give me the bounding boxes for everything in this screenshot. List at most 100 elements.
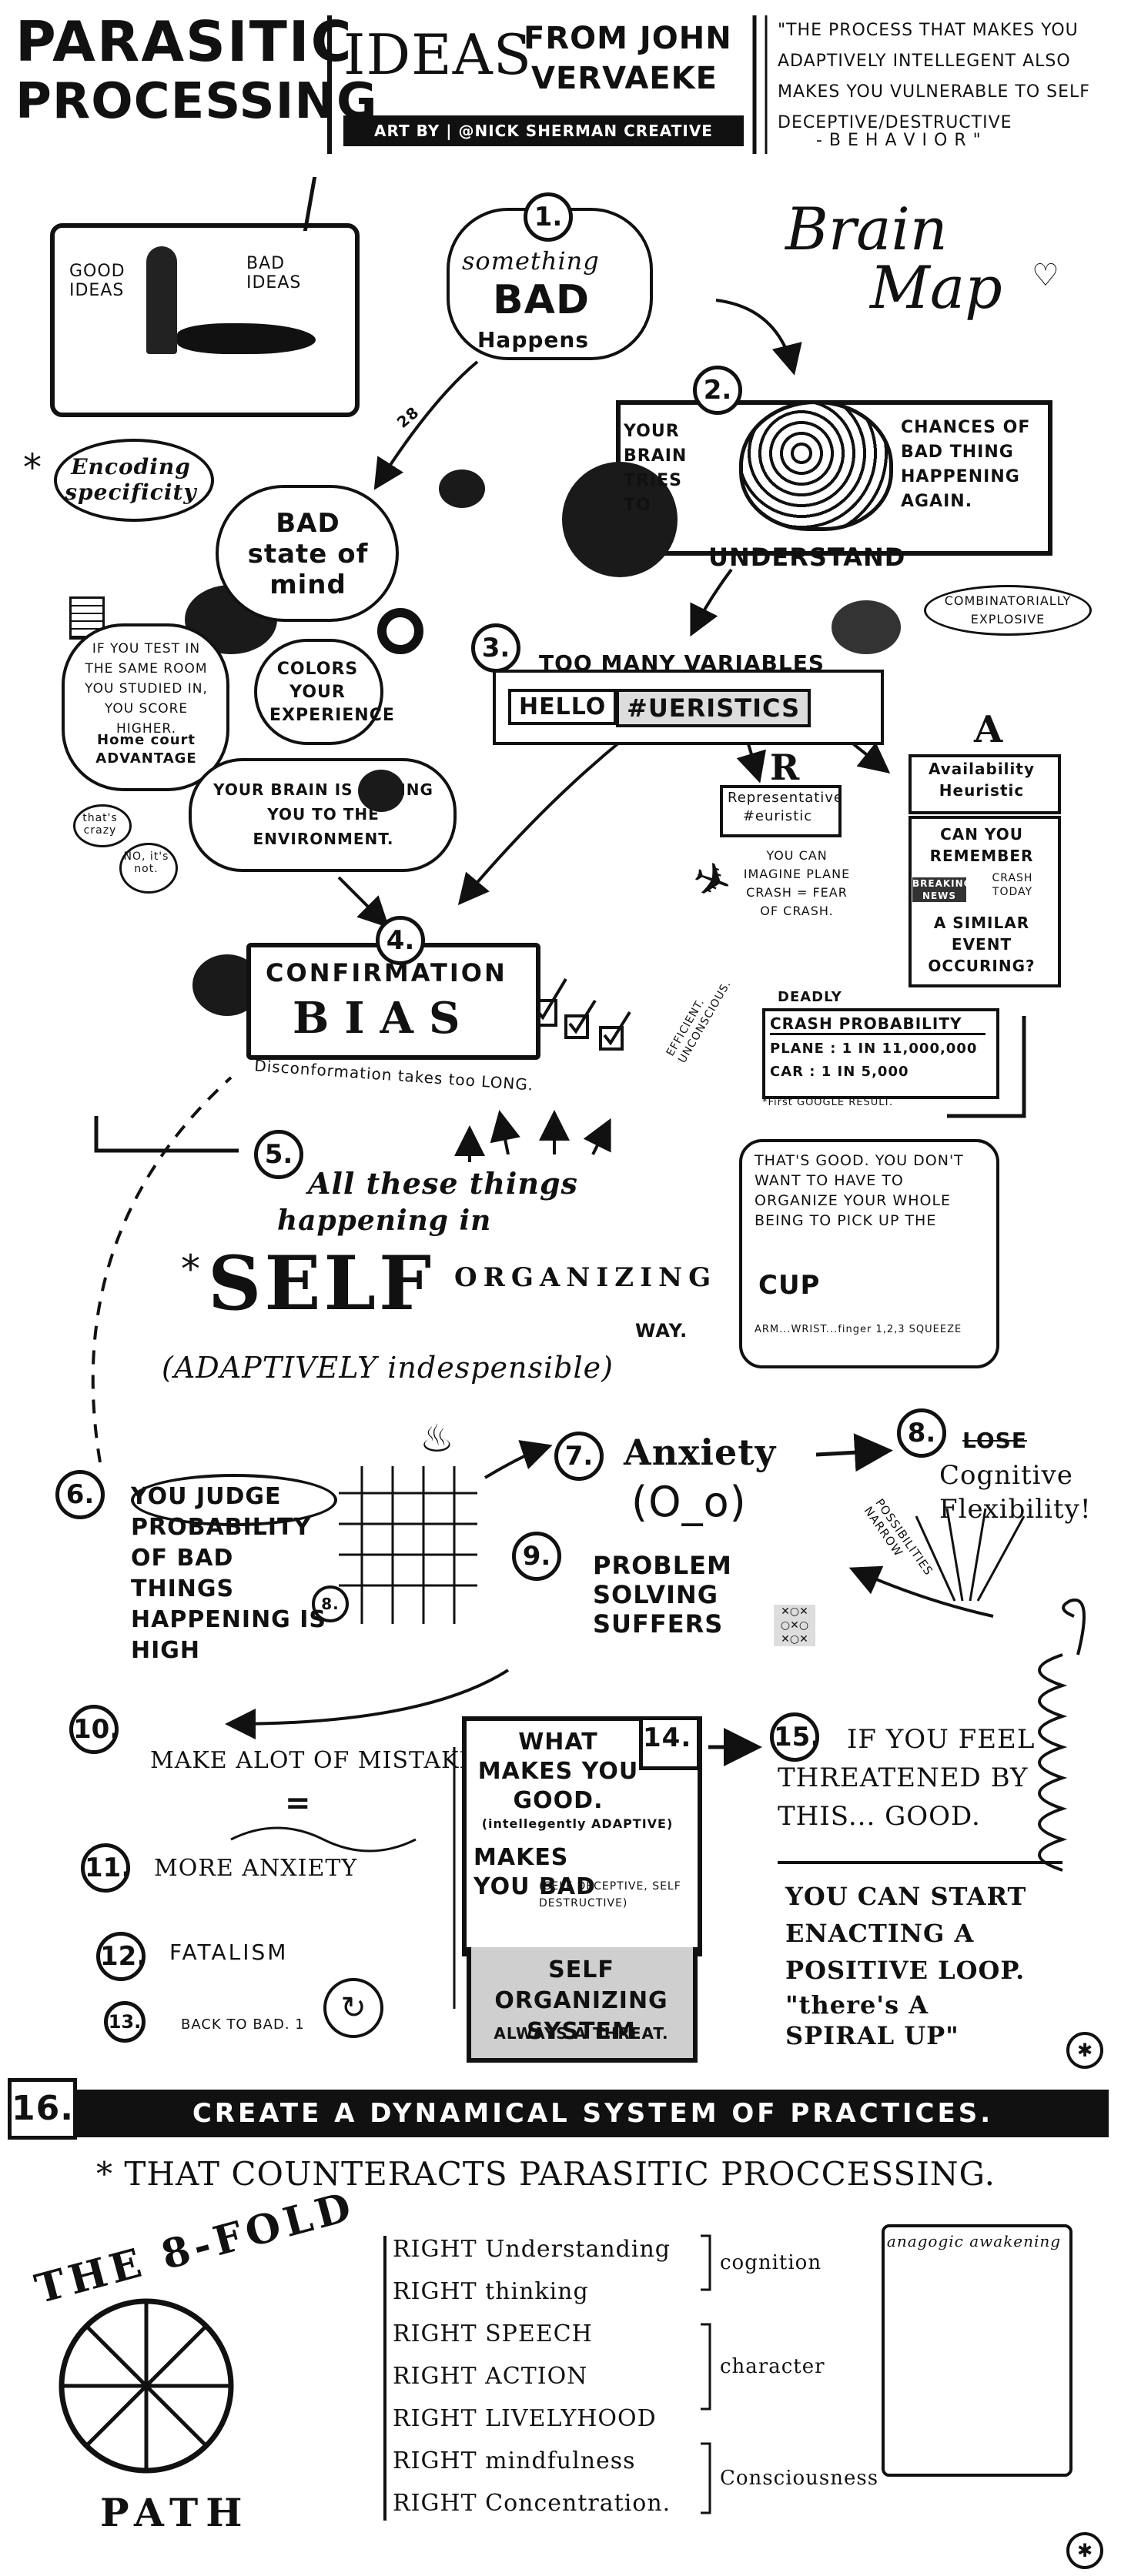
combo-blob <box>832 600 901 654</box>
step11-number: 11. <box>81 1843 131 1893</box>
probability-box <box>762 1008 999 1099</box>
availability-title-box <box>909 754 1061 814</box>
step9-number: 9. <box>512 1532 561 1581</box>
step14-adaptive: (intellegently ADAPTIVE) <box>481 1816 674 1831</box>
probability-plane: PLANE : 1 in 11,000,000 <box>770 1041 978 1057</box>
deadly-label: DEADLY <box>778 989 842 1005</box>
step16-counter: * THAT COUNTERACTS PARASITIC PROCCESSING… <box>96 2155 996 2193</box>
step6-oval <box>131 1474 337 1526</box>
test-text: IF YOU TEST IN THE SAME ROOM YOU STUDIED… <box>85 641 208 737</box>
step14-self-dec: (SELF Deceptive, SELF DESTRUCTIVE) <box>539 1880 681 1909</box>
step12-number: 12. <box>96 1932 146 1981</box>
step7-text: Anxiety <box>624 1432 777 1473</box>
crash-today: CRASH TODAY <box>992 872 1033 898</box>
step7-number: 7. <box>554 1432 604 1481</box>
path-item-4: RIGHT ACTION <box>393 2363 588 2390</box>
title-parasitic: PARASITIC <box>15 9 353 74</box>
crazy-bubble <box>73 804 132 847</box>
path-item-2: RIGHT thinking <box>393 2278 589 2305</box>
step13-number: 13. <box>104 2001 146 2043</box>
step3-number: 3. <box>471 623 520 673</box>
step14-what: WHAT MAKES YOU GOOD. <box>477 1729 639 1814</box>
step15-spiral: "there's A SPIRAL UP" <box>785 1990 959 2050</box>
brain-map-title: Brain Map <box>785 200 1002 317</box>
title-from: FROM JOHN <box>524 21 732 56</box>
availability-title: Availability Heuristic <box>929 760 1035 800</box>
colors-text: COLORS YOUR EXPERIENCE <box>269 660 395 725</box>
step4-box <box>246 943 540 1060</box>
step14-number-box <box>639 1716 701 1770</box>
brain-map-line2: Map <box>870 253 1002 322</box>
step4-confirmation: CONFIRMATION <box>266 958 507 987</box>
heuristics-label: #UERISTICS <box>616 689 811 727</box>
representative-box <box>720 785 842 837</box>
step6-link: 8. <box>312 1585 349 1622</box>
brain-icon <box>739 400 893 531</box>
step7-face: (O_o) <box>631 1478 747 1526</box>
heart-icon: ♡ <box>1032 258 1059 293</box>
no-bubble <box>119 843 178 894</box>
step5-way: WAY. <box>635 1320 688 1341</box>
group-consciousness: Consciousness <box>720 2467 879 2490</box>
title-author: VERVAEKE <box>531 61 718 96</box>
fire-icon: ♨ <box>420 1416 454 1461</box>
step5-line2: happening in <box>277 1204 492 1237</box>
brain-map-line1: Brain <box>785 195 948 263</box>
step15-number: 15. <box>770 1712 820 1762</box>
step4-number: 4. <box>376 916 425 965</box>
anagogic-label: anagogic awakening <box>886 2232 1062 2250</box>
probability-note: *First GOOGLE RESULT. <box>762 1097 894 1108</box>
bad-state-cloud <box>216 485 399 622</box>
step1-happens: Happens <box>477 327 590 352</box>
combo-label: COMBINATORIALLY EXPLOSIVE <box>924 585 1092 636</box>
asterisk-circle-icon-2: ✱ <box>1066 2532 1103 2569</box>
step2-cloud-blob <box>562 462 678 577</box>
hello-label: HELLO <box>508 689 617 725</box>
step8-lose: LOSE <box>962 1428 1027 1453</box>
step13-text: BACK to BAD. 1 <box>181 2016 305 2033</box>
anagogic-box <box>882 2224 1072 2477</box>
arm-text: ARM...WRIST...finger 1,2,3 SQUEEZE <box>755 1324 962 1335</box>
cycle-icon: ↻ <box>323 1978 383 2038</box>
title-ideas: IDEAS <box>343 22 533 87</box>
path-item-6: RIGHT mindfulness <box>393 2447 636 2474</box>
eightfold-path: PATH <box>100 2490 250 2535</box>
header-quote: "THE PROCESS THAT MAKES YOU ADAPTIVELY I… <box>778 21 1090 132</box>
probability-car: CAR : 1 in 5,000 <box>770 1064 909 1080</box>
step5-number: 5. <box>254 1130 303 1179</box>
step12-text: FATALISM <box>169 1940 289 1965</box>
good-ideas-label: GOOD IDEAS <box>69 262 125 300</box>
cup-text: THAT'S GOOD. YOU DON'T WANT TO HAVE TO O… <box>755 1152 964 1229</box>
step6-text: YOU JUDGE PROBABILITY OF BAD things HAPP… <box>131 1483 327 1664</box>
bad-state-text: BAD state of mind <box>247 508 369 600</box>
colors-cloud <box>254 639 383 745</box>
step15-start: YOU CAN START enacting A Positive LOOP. <box>785 1882 1027 1985</box>
step1-line1: something <box>462 246 600 276</box>
step5-adaptive: (ADAPTIVELY indespensible) <box>162 1351 614 1385</box>
encoding-label: Encoding specificity <box>65 454 197 505</box>
group-cognition: cognition <box>720 2251 822 2274</box>
availability-letter: A <box>974 708 1004 751</box>
figure-icon <box>146 246 177 354</box>
breaking-news: BREAKING NEWS <box>912 877 972 902</box>
step5-self: SELF <box>208 1240 435 1327</box>
tic-tac-toe-icon: ✕○✕○✕○✕○✕ <box>774 1605 815 1646</box>
small-circle <box>377 608 423 654</box>
step1-number: 1. <box>524 192 573 242</box>
cup-box <box>739 1139 999 1368</box>
step6-number: 6. <box>55 1470 105 1519</box>
step10-number: 10. <box>69 1705 119 1754</box>
step14-threat: ALWAYS A THREAT. <box>494 2024 669 2043</box>
step10-text: MAKE ALOT OF MISTAKES <box>150 1747 494 1774</box>
shadow-creature-icon <box>177 323 316 354</box>
availability-body-box <box>909 816 1061 987</box>
step14-makes: MAKES YOU BAD <box>473 1844 596 1900</box>
path-list: RIGHT Understanding RIGHT thinking RIGHT… <box>393 2228 701 2524</box>
group-character: character <box>720 2355 825 2378</box>
step14-number: 14. <box>643 1722 692 1753</box>
representative-letter: R <box>770 747 801 788</box>
representative-text: YOU CAN IMAGINE PLANE CRASH = FEAR OF CR… <box>743 848 851 918</box>
path-item-7: RIGHT Concentration. <box>393 2490 671 2517</box>
step4-bias: BIAS <box>293 993 476 1044</box>
